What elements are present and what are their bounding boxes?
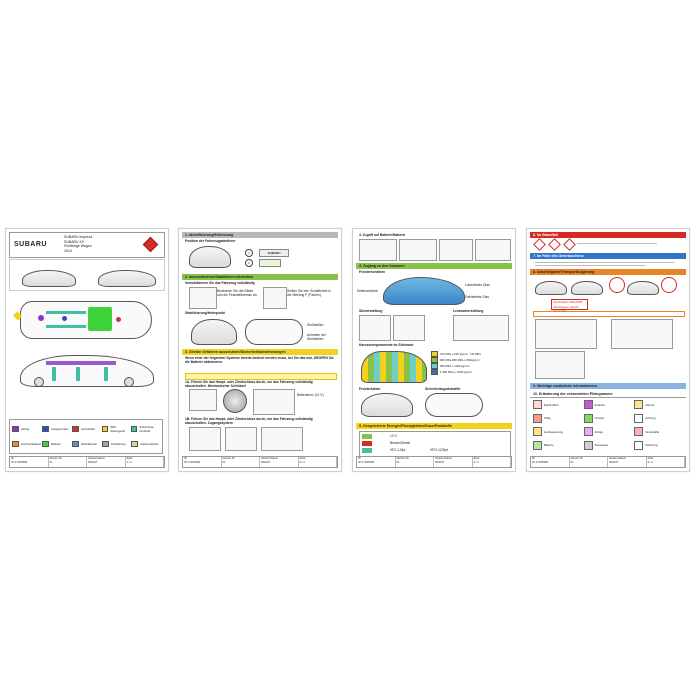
steering-adjust-image <box>453 315 509 341</box>
legend-item: Verstärkung <box>101 437 131 451</box>
tow-hook-front-image <box>535 319 597 349</box>
car-underbody-view <box>245 319 303 345</box>
warning-diamond-icon <box>142 236 159 253</box>
legend-item: Stoßdämpfer <box>71 437 101 451</box>
warning-icon <box>563 238 576 251</box>
toxic-icon <box>548 238 561 251</box>
shifter-image <box>263 287 287 309</box>
rescue-sheet-page-2: 1. Identifizierung/Erkennung Position de… <box>178 228 342 472</box>
car-rear-view <box>98 270 156 287</box>
model-badge: SUBARU <box>259 249 289 257</box>
section-submersion: 7. Im Falle des Untertauchens <box>530 253 686 259</box>
car-glass-view <box>383 277 465 305</box>
body-structure-view <box>361 351 427 383</box>
section-identification: 1. Identifizierung/Erkennung <box>182 232 338 238</box>
section-direct-hazards: 3. Direkte Gefahren ausschalten/Sicherhe… <box>182 349 338 355</box>
legend-item: SRS Steuergerät <box>101 422 131 436</box>
legend-item: Gasdruckfeder <box>131 437 160 451</box>
car-front-view <box>22 270 76 287</box>
battery-area <box>88 307 112 331</box>
flammable-icon <box>533 238 546 251</box>
car-glued-glass-view <box>361 393 413 417</box>
pictogram-grid: Entzündlich Explosiv Ätzend Giftig Umwel… <box>533 399 683 451</box>
car-side-view <box>16 347 156 393</box>
page1-header: SUBARU SUBARU Impreza SUBARU XV Fünftüri… <box>9 232 165 258</box>
wheel-chock-image <box>189 287 217 309</box>
ignition-key-image <box>189 389 217 411</box>
section-immobilize: 2. Immobilisieren/Stabilisieren/Anheben <box>182 274 338 280</box>
engine-bay-image <box>253 389 295 415</box>
rescue-sheet-page-4: 6. Im Brandfall 7. Im Falle des Untertau… <box>526 228 690 472</box>
car-top-view <box>12 295 156 343</box>
rescue-sheet-page-1: SUBARU SUBARU Impreza SUBARU XV Fünftüri… <box>5 228 169 472</box>
fuse-image <box>225 427 257 451</box>
section-important-info: 9. Wichtige zusätzliche Informationen <box>530 383 686 389</box>
legend-item: Sicherheits-Gurtkraft <box>131 422 160 436</box>
section-stored-energy: 5. Gespeicherte Energie/Flüssigkeiten/Ga… <box>356 423 512 429</box>
subaru-logo: SUBARU <box>14 241 47 248</box>
section-towing: 8. Abschleppen/Transport/Lagerung <box>530 269 686 275</box>
legend-item: Hochvoltbatterie <box>12 437 41 451</box>
tow-hook-rear-image <box>611 319 673 349</box>
section-occupant-access: 4. Zugang zu den Insassen <box>356 263 512 269</box>
section-pictograms: 10. Erläuterung der verwendeten Piktogra… <box>530 391 686 398</box>
vehicle-exterior-views <box>9 259 165 291</box>
battery-image <box>261 427 303 451</box>
battery-access-image <box>359 239 397 261</box>
vehicle-info: SUBARU Impreza SUBARU XV Fünftürige Wage… <box>64 235 93 253</box>
legend-item: Batterie <box>42 437 71 451</box>
ignition-knob-image <box>223 389 247 413</box>
energy-table: 12 V Benzin/Diesel HFC-134a HFO-1234yf <box>359 431 511 457</box>
section-fire: 6. Im Brandfall <box>530 232 686 238</box>
car-illustration <box>189 246 231 268</box>
storage-image <box>535 351 585 379</box>
component-legend: Airbag Gasgenerator Gurtstraffer SRS Ste… <box>9 419 163 454</box>
no-towing-icon <box>609 277 625 293</box>
no-towing-icon <box>661 277 677 293</box>
car-lift-view <box>191 319 237 345</box>
legend-item: Airbag <box>12 422 41 436</box>
rescue-sheet-page-3: 4. Zugriff auf Batterie/Batterie 4. Zuga… <box>352 228 516 472</box>
strength-legend: 370 MPa ≤ 520 kg/cm², 740 MPa 980 MPa-98… <box>431 351 509 375</box>
fire-icons <box>533 238 576 251</box>
xv-badge <box>259 259 281 267</box>
keyless-button-image <box>189 427 221 451</box>
seat-adjust-image <box>359 315 391 341</box>
legend-item: Gurtstraffer <box>71 422 101 436</box>
sub-vehicle-position: Position der Fahrzeugpaketierer <box>185 239 236 243</box>
legend-item: Gasgenerator <box>42 422 71 436</box>
